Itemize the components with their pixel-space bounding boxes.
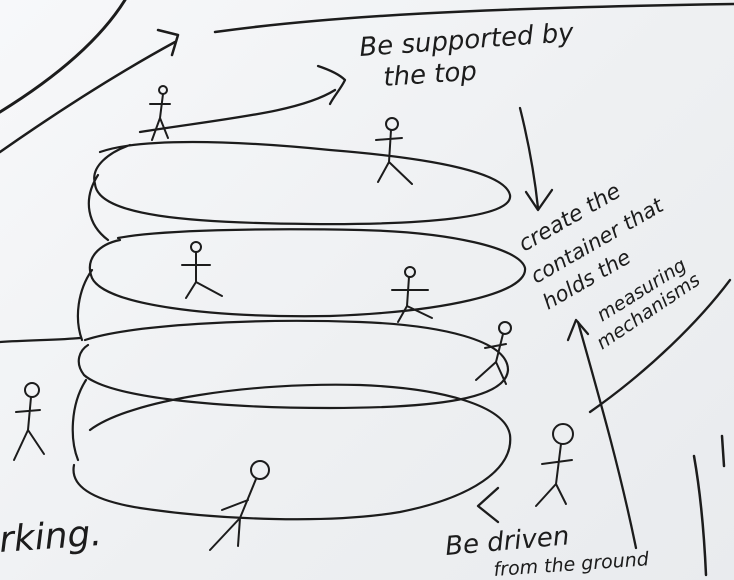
right-edge-stroke-2 [720, 434, 726, 468]
arrow-head-upper [316, 64, 347, 106]
down-arrow-head [524, 188, 554, 212]
up-arrow [576, 320, 638, 550]
stick-figure-1 [149, 85, 171, 141]
up-arrow-head [566, 318, 590, 342]
stick-figure-8 [209, 460, 270, 551]
right-edge-stroke-1 [692, 454, 708, 577]
note-top-line2: the top [382, 57, 477, 93]
left-horizon [0, 336, 82, 344]
stick-figure-6 [13, 382, 45, 461]
stick-figure-3 [181, 241, 223, 299]
outer-arc-top [0, 0, 127, 114]
top-edge-line [213, 2, 734, 34]
spiral-helix [71, 140, 527, 521]
arc-arrow-top [0, 40, 177, 154]
arrow-to-spiral [138, 88, 337, 134]
arc-arrow-head-top [156, 28, 180, 57]
down-arrow [518, 106, 540, 210]
stick-figure-2 [375, 117, 413, 185]
bottom-arrow [476, 486, 500, 524]
stick-figure-7 [535, 423, 574, 507]
stick-figure-5 [475, 321, 512, 385]
stick-figure-4 [391, 266, 433, 323]
diagonal-pointer [588, 278, 732, 414]
note-left-fragment: rking. [0, 513, 103, 561]
